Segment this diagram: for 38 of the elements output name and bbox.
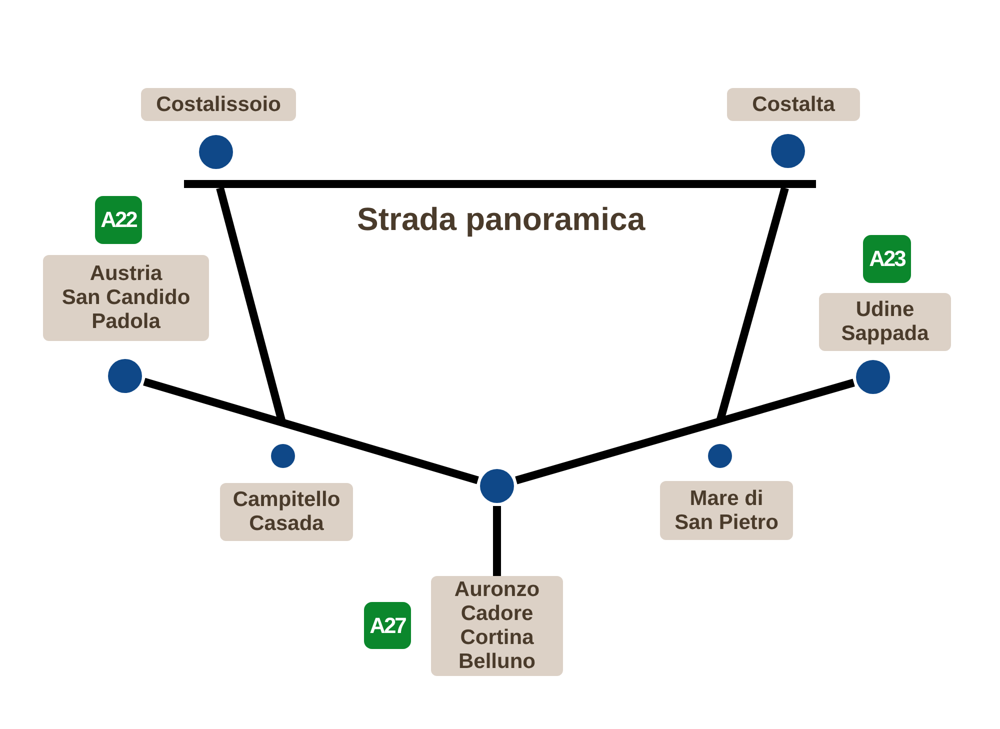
place-sign bbox=[141, 88, 296, 121]
motorway-sign bbox=[95, 196, 142, 244]
place-sign bbox=[431, 576, 563, 676]
road-line bbox=[493, 506, 501, 576]
place-name: Mare di San Pietro bbox=[674, 486, 780, 534]
motorway-sign bbox=[364, 602, 411, 649]
place-name: Cortina bbox=[460, 626, 534, 650]
place-name: Padola bbox=[92, 310, 160, 334]
location-dot-icon bbox=[771, 134, 805, 168]
place-name: Belluno bbox=[458, 650, 536, 674]
place-name: Cadore bbox=[460, 602, 534, 626]
place-name: Auronzo bbox=[454, 578, 540, 602]
place-sign bbox=[819, 293, 951, 351]
place-name: Udine bbox=[856, 298, 914, 322]
place-name: Campitello bbox=[232, 488, 340, 512]
location-dot-icon bbox=[199, 135, 233, 169]
motorway-number: A22 bbox=[100, 208, 136, 232]
place-sign bbox=[43, 255, 209, 341]
road-name: Strada panoramica bbox=[357, 201, 646, 237]
place-name: San Candido bbox=[62, 286, 190, 310]
location-dot-icon bbox=[480, 469, 514, 503]
place-name: Costalissoio bbox=[156, 92, 281, 116]
place-sign bbox=[220, 483, 353, 541]
place-sign bbox=[727, 88, 860, 121]
road-line bbox=[515, 378, 855, 484]
road-line bbox=[143, 378, 479, 484]
place-sign bbox=[660, 481, 793, 540]
motorway-sign bbox=[863, 235, 911, 283]
place-name: Costalta bbox=[752, 92, 835, 116]
place-name: Austria bbox=[90, 262, 162, 286]
location-dot-icon bbox=[856, 360, 890, 394]
location-dot-icon bbox=[271, 444, 295, 468]
motorway-number: A23 bbox=[869, 247, 905, 271]
location-dot-icon bbox=[708, 444, 732, 468]
place-name: Sappada bbox=[841, 322, 929, 346]
location-dot-icon bbox=[108, 359, 142, 393]
place-name: Casada bbox=[249, 512, 324, 536]
motorway-number: A27 bbox=[370, 614, 406, 638]
